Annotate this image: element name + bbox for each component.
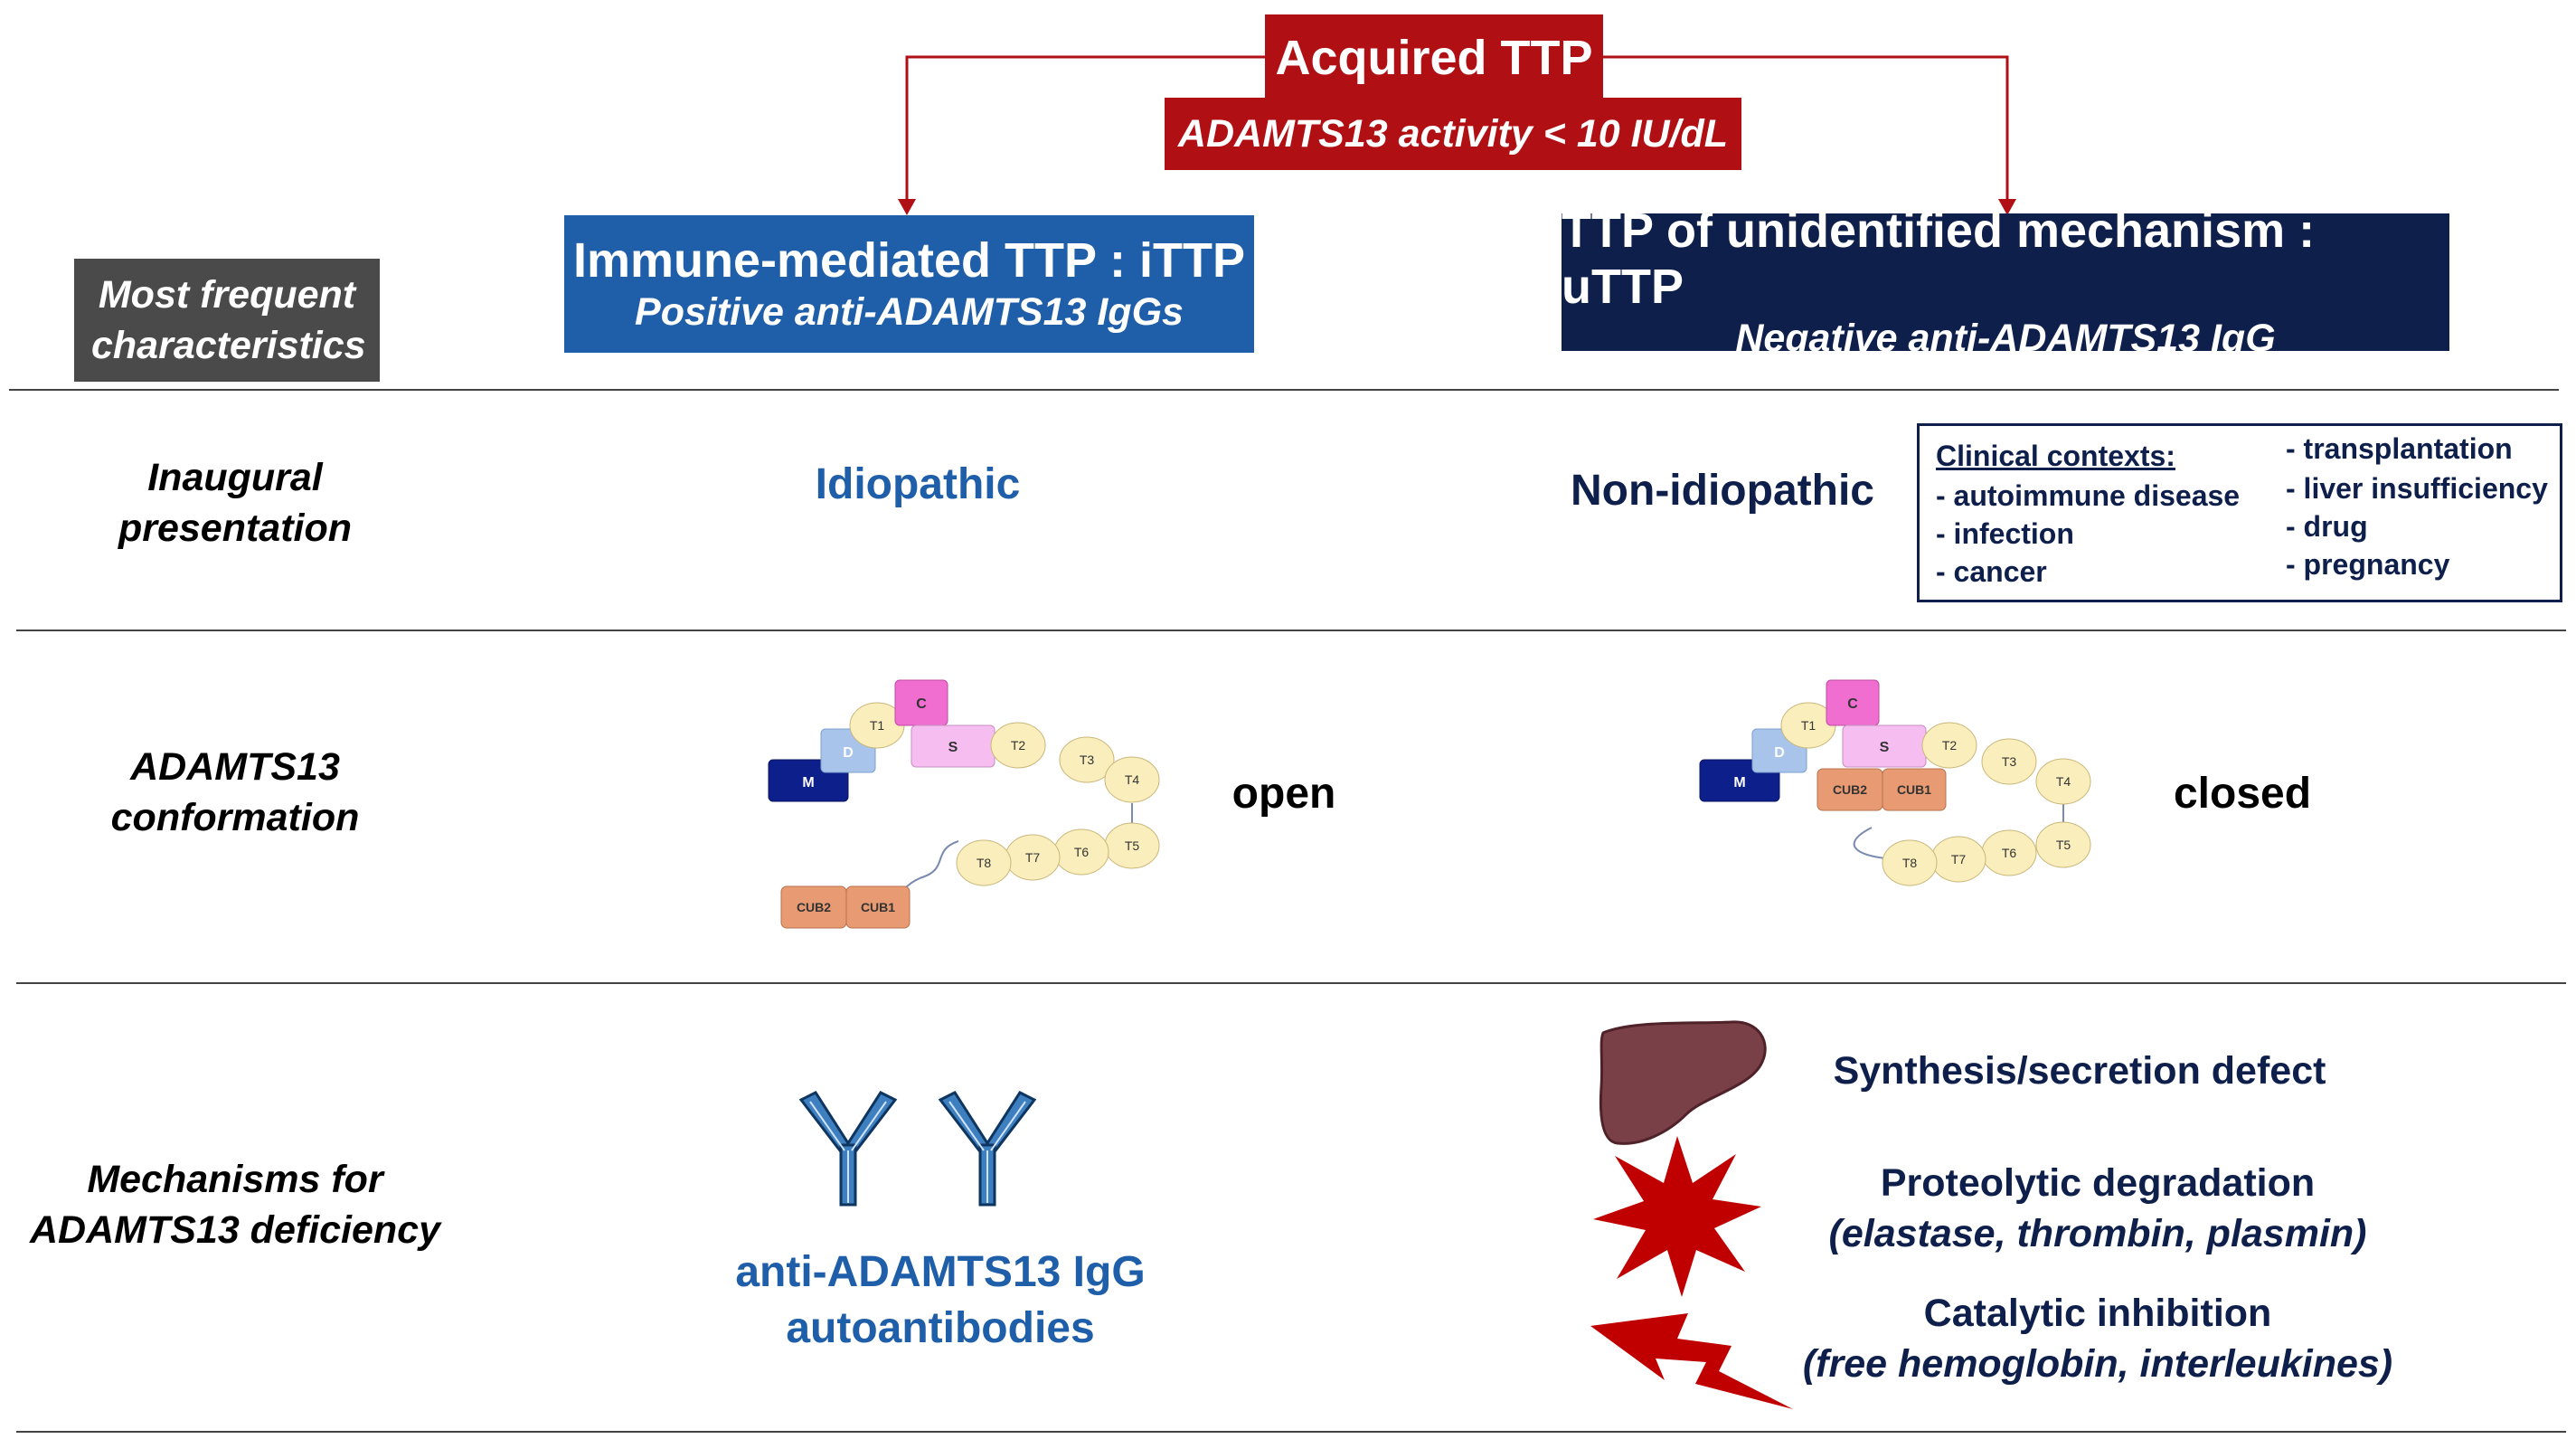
context-cancer: - cancer <box>1936 555 2047 588</box>
itp-title: Immune-mediated TTP : iTTP <box>572 233 1246 288</box>
domain-s: S <box>948 740 958 755</box>
closed-label: closed <box>2173 770 2312 818</box>
open-label: open <box>1231 770 1336 818</box>
catalytic-title: Catalytic inhibition <box>1923 1292 2272 1335</box>
autoantibodies-label: anti-ADAMTS13 IgG autoantibodies <box>735 1248 1146 1352</box>
row-label-inaugural: Inaugural presentation <box>118 456 353 550</box>
domain-t7: T7 <box>1951 852 1967 866</box>
idiopathic-label: Idiopathic <box>815 460 1021 508</box>
domain-cub2: CUB2 <box>1833 782 1867 797</box>
closed-conformation-diagram: M D T1 C S CUB2 CUB1 T2 T3 T4 T5 T6 T7 T… <box>1699 679 2091 886</box>
domain-cub2: CUB2 <box>797 900 831 914</box>
domain-t6: T6 <box>2002 846 2017 860</box>
open-conformation-diagram: M D T1 C S T2 T3 T4 T5 T6 T7 T8 CUB2 CUB… <box>768 679 1160 929</box>
clinical-contexts-title: Clinical contexts: <box>1936 440 2175 472</box>
context-infection: - infection <box>1936 517 2074 550</box>
domain-t6: T6 <box>1074 845 1090 859</box>
context-autoimmune: - autoimmune disease <box>1936 479 2241 512</box>
itp-header: Immune-mediated TTP : iTTP Positive anti… <box>564 215 1254 353</box>
domain-t4: T4 <box>1125 772 1140 787</box>
divider-2 <box>16 630 2566 631</box>
clinical-contexts-box: Clinical contexts: - autoimmune disease … <box>1917 423 2562 602</box>
domain-cub1: CUB1 <box>1897 782 1931 797</box>
non-idiopathic-label: Non-idiopathic <box>1571 467 1874 515</box>
row-header-text: Most frequent characteristics <box>91 273 366 367</box>
context-liver-insufficiency: - liver insufficiency <box>2286 472 2548 505</box>
context-drug: - drug <box>2286 510 2368 543</box>
domain-t2: T2 <box>1942 738 1958 753</box>
row-header-box: Most frequent characteristics <box>74 259 380 382</box>
domain-t8: T8 <box>1902 856 1918 870</box>
title-box: Acquired TTP <box>1265 14 1603 100</box>
domain-t1: T1 <box>870 718 885 733</box>
subtitle-box: ADAMTS13 activity < 10 IU/dL <box>1165 98 1741 170</box>
proteolytic-detail: (elastase, thrombin, plasmin) <box>1828 1212 2367 1255</box>
row-label-conformation: ADAMTS13 conformation <box>110 745 360 839</box>
context-transplantation: - transplantation <box>2286 432 2513 465</box>
starburst-icon <box>1593 1136 1761 1297</box>
domain-m: M <box>802 775 814 791</box>
synthesis-defect-title: Synthesis/secretion defect <box>1833 1049 2326 1093</box>
antibody-icon <box>798 1091 1037 1207</box>
domain-t8: T8 <box>977 856 992 870</box>
domain-t4: T4 <box>2056 774 2071 789</box>
catalytic-detail: (free hemoglobin, interleukines) <box>1802 1342 2393 1386</box>
domain-cub1: CUB1 <box>861 900 895 914</box>
proteolytic-title: Proteolytic degradation <box>1880 1161 2316 1205</box>
uttp-subtitle: Negative anti-ADAMTS13 IgG <box>1735 317 2276 360</box>
context-pregnancy: - pregnancy <box>2286 548 2450 581</box>
uttp-header: TTP of unidentified mechanism : uTTP Neg… <box>1562 204 2449 360</box>
domain-t7: T7 <box>1025 850 1041 865</box>
domain-t3: T3 <box>2002 754 2017 769</box>
domain-t1: T1 <box>1801 718 1816 733</box>
divider-4 <box>16 1431 2566 1433</box>
divider-1 <box>9 389 2559 391</box>
domain-s: S <box>1880 740 1890 755</box>
liver-icon <box>1599 1020 1767 1145</box>
lightning-icon <box>1590 1313 1793 1409</box>
domain-d: D <box>843 745 854 761</box>
domain-t3: T3 <box>1080 753 1095 767</box>
domain-t2: T2 <box>1011 738 1026 753</box>
domain-m: M <box>1733 775 1745 791</box>
domain-t5: T5 <box>2056 838 2071 852</box>
domain-t5: T5 <box>1125 838 1140 853</box>
domain-d: D <box>1774 745 1785 761</box>
row-label-mechanisms: Mechanisms for ADAMTS13 deficiency <box>29 1158 441 1252</box>
uttp-title: TTP of unidentified mechanism : uTTP <box>1562 204 2316 314</box>
divider-3 <box>16 982 2566 984</box>
domain-c: C <box>916 696 927 712</box>
itp-subtitle: Positive anti-ADAMTS13 IgGs <box>635 290 1184 334</box>
domain-c: C <box>1847 696 1858 712</box>
